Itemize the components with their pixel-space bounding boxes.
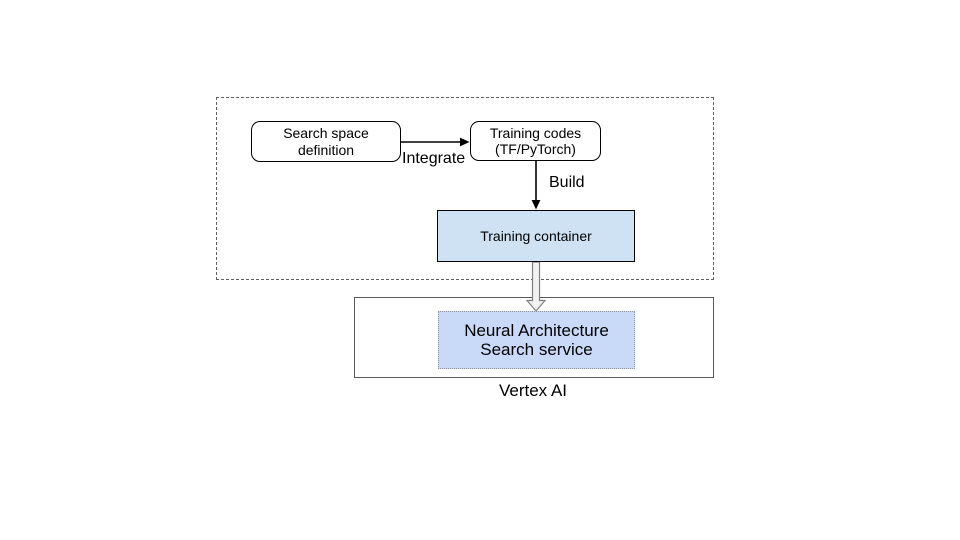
nas-service-box: Neural Architecture Search service — [438, 311, 635, 369]
integrate-arrow-label: Integrate — [402, 150, 466, 167]
training-container-box: Training container — [437, 210, 635, 262]
training-container-label: Training container — [480, 228, 592, 244]
search-space-definition-label: Search space definition — [283, 125, 369, 158]
vertex-ai-caption: Vertex AI — [498, 381, 568, 400]
pipeline-group-border — [216, 97, 714, 280]
nas-service-label: Neural Architecture Search service — [464, 321, 609, 359]
training-codes-label: Training codes (TF/PyTorch) — [489, 124, 582, 158]
training-codes-box: Training codes (TF/PyTorch) — [470, 121, 601, 161]
build-arrow-label: Build — [549, 174, 585, 191]
search-space-definition-box: Search space definition — [251, 121, 401, 162]
